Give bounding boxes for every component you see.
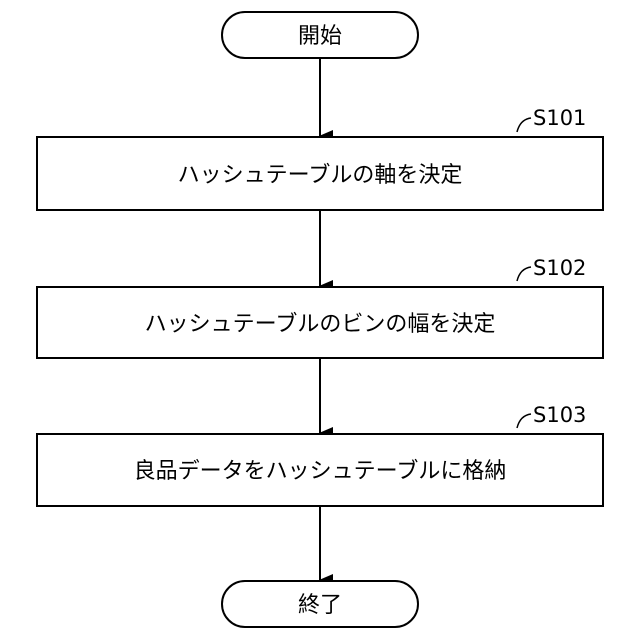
end-label: 終了 [298, 593, 342, 618]
step-id-s101: S101 [533, 106, 586, 130]
process-label-s103: 良品データをハッシュテーブルに格納 [134, 459, 507, 484]
start-label: 開始 [298, 24, 342, 49]
step-id-leader [517, 267, 531, 281]
step-id-s102: S102 [533, 256, 586, 280]
start-terminal: 開始 [222, 12, 418, 58]
end-terminal: 終了 [222, 581, 418, 627]
process-label-s102: ハッシュテーブルのビンの幅を決定 [145, 312, 496, 337]
step-id-leader [517, 118, 531, 132]
step-id-leader [517, 414, 531, 428]
process-label-s101: ハッシュテーブルの軸を決定 [178, 163, 463, 188]
step-id-s103: S103 [533, 403, 586, 427]
